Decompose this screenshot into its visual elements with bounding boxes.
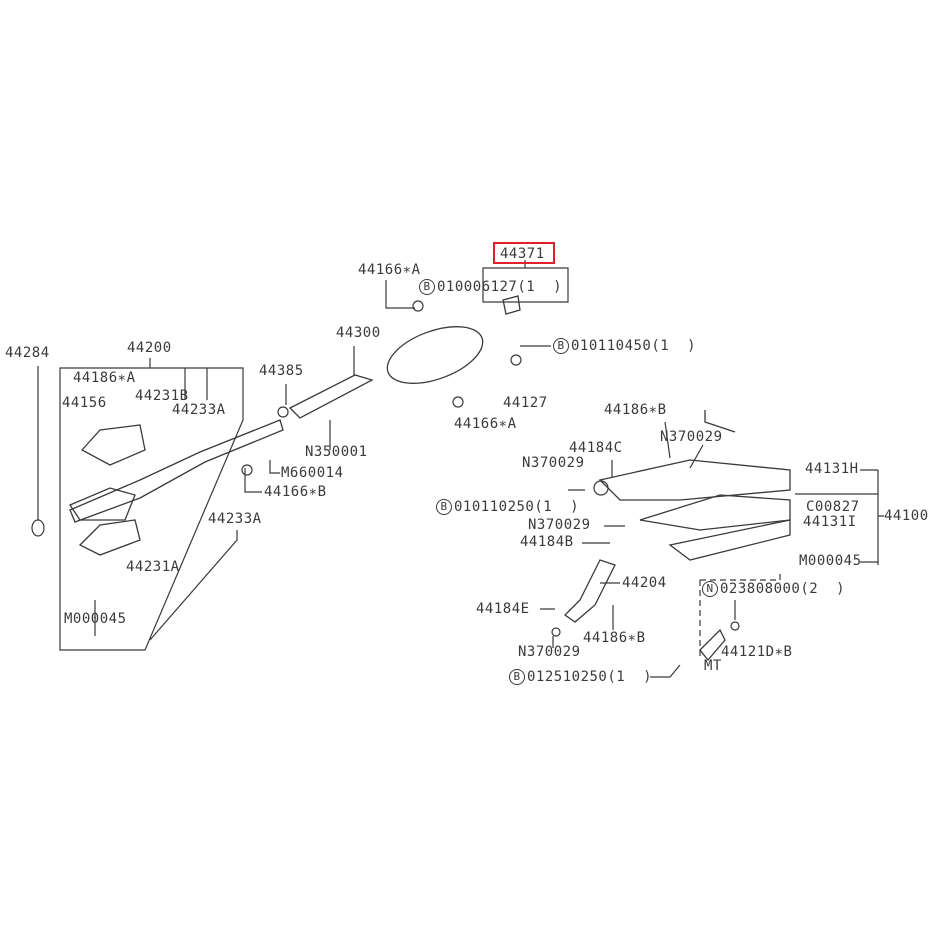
part-number: 010006127(1 ): [437, 279, 563, 295]
part-label[interactable]: 44204: [622, 575, 667, 591]
part-label[interactable]: 44186∗A: [73, 370, 136, 386]
part-label[interactable]: 44186∗B: [604, 402, 667, 418]
part-label[interactable]: 44131I: [803, 514, 857, 530]
catalytic-converters: [69, 424, 146, 556]
part-label[interactable]: 44121D∗B: [721, 644, 793, 660]
part-number: 023808000(2 ): [720, 581, 846, 597]
part-label[interactable]: 44131H: [805, 461, 859, 477]
exhaust-pipes: [69, 295, 791, 662]
highlighted-part-box: [493, 242, 555, 264]
nut-symbol-icon: N: [702, 581, 718, 597]
part-label[interactable]: 44284: [5, 345, 50, 361]
part-label[interactable]: N350001: [305, 444, 368, 460]
part-label[interactable]: 44231A: [126, 559, 180, 575]
part-label[interactable]: N370029: [518, 644, 581, 660]
part-label-44371[interactable]: 44371: [500, 246, 545, 262]
transmission-note: MT: [704, 658, 722, 674]
part-label[interactable]: 44156: [62, 395, 107, 411]
part-label[interactable]: 44127: [503, 395, 548, 411]
part-label[interactable]: 44166∗A: [454, 416, 517, 432]
part-label[interactable]: 44231B: [135, 388, 189, 404]
part-label[interactable]: 44184C: [569, 440, 623, 456]
part-label[interactable]: N370029: [660, 429, 723, 445]
bolt-symbol-icon: B: [553, 338, 569, 354]
leader-lines: [37, 260, 884, 678]
part-label[interactable]: 44200: [127, 340, 172, 356]
part-number: 010110250(1 ): [454, 499, 580, 515]
bolt-symbol-icon: B: [509, 669, 525, 685]
part-label[interactable]: 44166∗A: [358, 262, 421, 278]
part-label[interactable]: 44233A: [208, 511, 262, 527]
bolt-symbol-icon: B: [419, 279, 435, 295]
gaskets-and-fasteners: [31, 300, 740, 637]
part-label[interactable]: 44184E: [476, 601, 530, 617]
part-label[interactable]: 44184B: [520, 534, 574, 550]
part-number: 012510250(1 ): [527, 669, 653, 685]
part-label[interactable]: 44300: [336, 325, 381, 341]
part-label[interactable]: C00827: [806, 499, 860, 515]
part-label[interactable]: 44166∗B: [264, 484, 327, 500]
part-label[interactable]: M000045: [799, 553, 862, 569]
part-label[interactable]: M660014: [281, 465, 344, 481]
part-label[interactable]: 44385: [259, 363, 304, 379]
part-label[interactable]: M000045: [64, 611, 127, 627]
part-label[interactable]: N370029: [522, 455, 585, 471]
part-label[interactable]: 44100: [884, 508, 929, 524]
part-label[interactable]: 44186∗B: [583, 630, 646, 646]
bolt-symbol-icon: B: [436, 499, 452, 515]
part-number: 010110450(1 ): [571, 338, 697, 354]
part-label[interactable]: 44233A: [172, 402, 226, 418]
part-label[interactable]: N370029: [528, 517, 591, 533]
